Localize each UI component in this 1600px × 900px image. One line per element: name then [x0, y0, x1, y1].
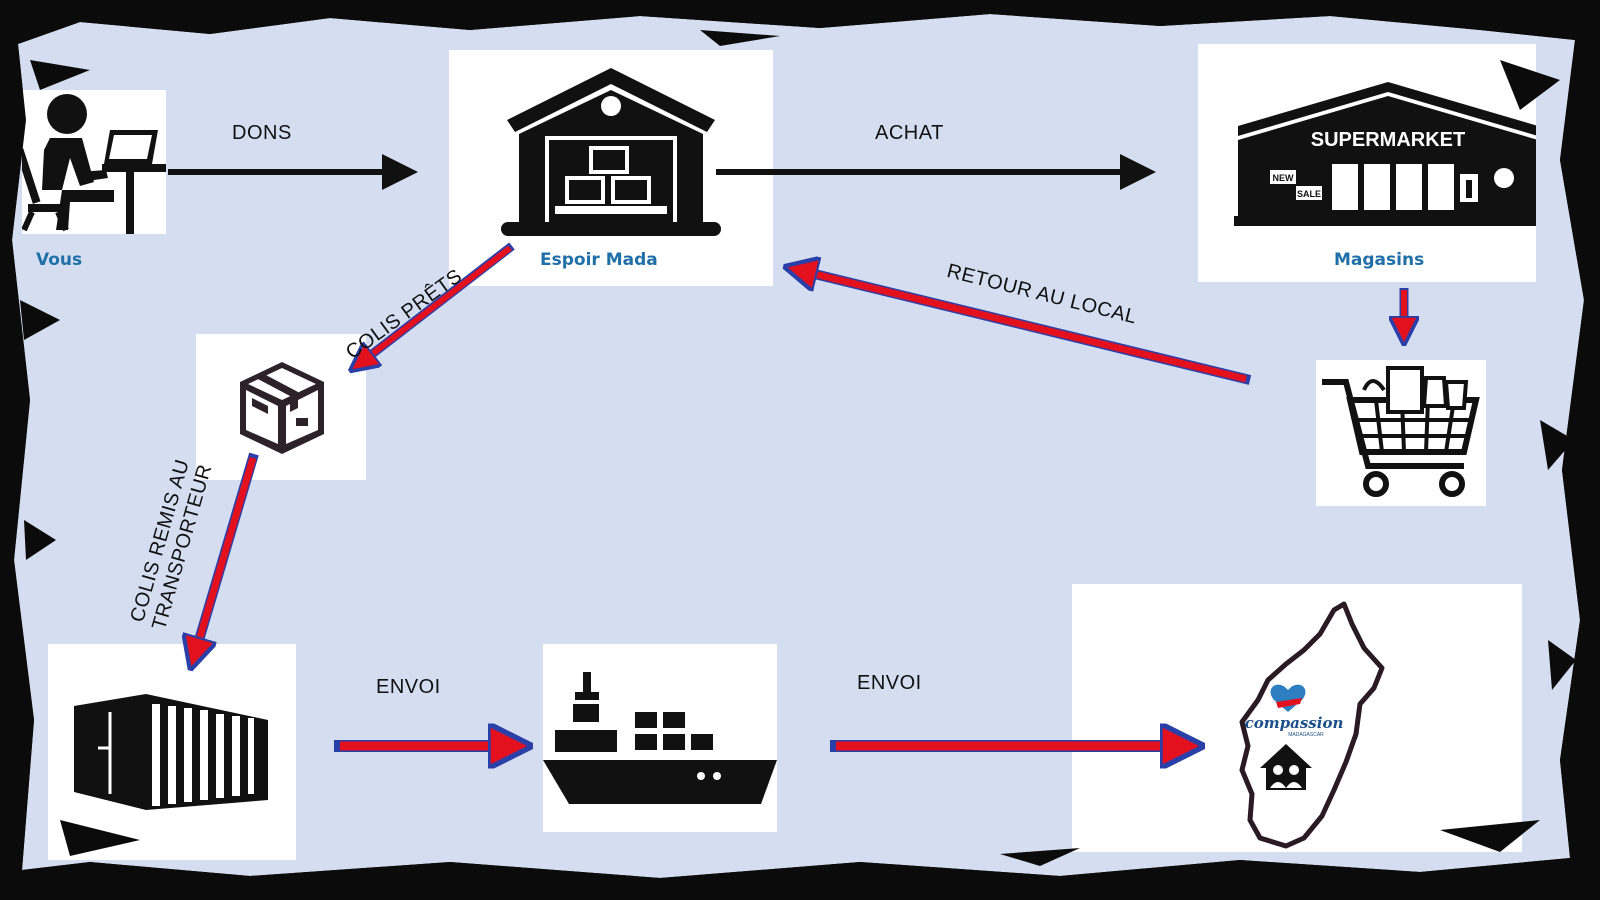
- edge-label-envoi-2: ENVOI: [857, 672, 922, 694]
- node-label-espoir-mada: Espoir Mada: [540, 250, 658, 270]
- package-box-icon: [240, 362, 324, 454]
- magasins-panel: SUPERMARKET NEW SALE: [1198, 44, 1536, 282]
- person-at-laptop-icon: [22, 94, 166, 234]
- logo-text: compassion: [1245, 714, 1344, 732]
- sale-tag-text: SALE: [1297, 189, 1321, 199]
- supermarket-icon: SUPERMARKET NEW SALE: [1234, 82, 1536, 226]
- madagascar-map-icon: compassion MADAGASCAR: [1239, 601, 1385, 849]
- cargo-ship-panel: [543, 644, 777, 832]
- logo-subtext: MADAGASCAR: [1288, 732, 1324, 738]
- container-panel: [48, 644, 296, 860]
- package-panel: [196, 334, 366, 480]
- node-label-magasins: Magasins: [1334, 250, 1425, 270]
- shopping-cart-icon: [1322, 366, 1480, 497]
- shipping-container-icon: [74, 694, 268, 810]
- shopping-cart-panel: [1316, 360, 1486, 506]
- edge-label-achat: ACHAT: [875, 122, 944, 144]
- edge-label-dons: DONS: [232, 122, 292, 144]
- madagascar-panel: compassion MADAGASCAR: [1072, 584, 1522, 852]
- cargo-ship-icon: [543, 672, 777, 804]
- edge-label-envoi-1: ENVOI: [376, 676, 441, 698]
- new-tag-text: NEW: [1273, 173, 1295, 183]
- supermarket-sign-text: SUPERMARKET: [1311, 129, 1465, 151]
- vous-panel: [22, 90, 166, 234]
- node-label-vous: Vous: [36, 250, 83, 270]
